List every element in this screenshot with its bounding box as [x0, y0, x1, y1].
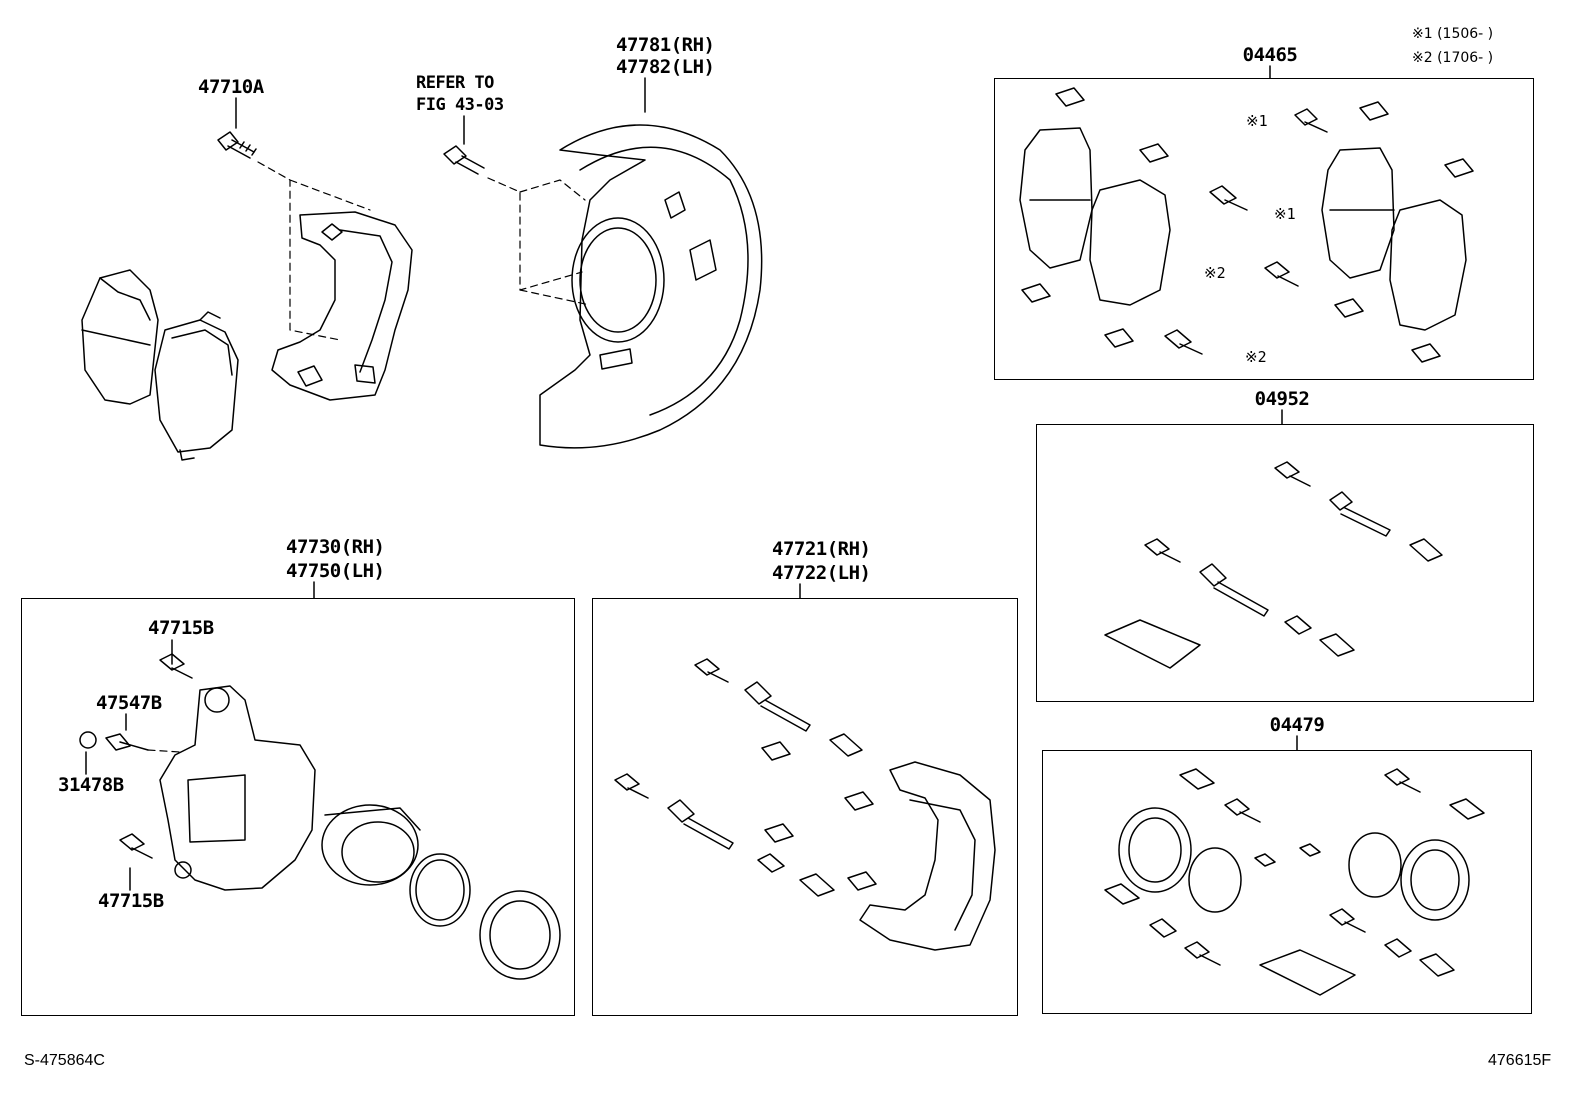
part-label-47715B-bottom: 47715B — [98, 890, 164, 912]
footer-right-code: 476615F — [1488, 1052, 1552, 1069]
bolt-47710A-icon — [217, 131, 257, 159]
part-label-47715B-top: 47715B — [148, 617, 214, 639]
kit-box-47721 — [592, 598, 1018, 1016]
note-1: ※1 (1506- ) — [1412, 26, 1494, 42]
part-label-47547B: 47547B — [96, 692, 162, 714]
part-label-47722: 47722(LH) — [772, 562, 871, 584]
kit-box-04465 — [994, 78, 1534, 380]
refer-to-label: REFER TO — [416, 73, 494, 93]
part-label-47710A: 47710A — [198, 76, 264, 98]
part-label-31478B: 31478B — [58, 774, 124, 796]
bolt-refer-icon — [443, 145, 485, 175]
part-label-47750: 47750(LH) — [286, 560, 385, 582]
part-label-04479: 04479 — [1269, 714, 1325, 736]
mark-2-b: ※2 — [1245, 348, 1267, 366]
kit-box-04952 — [1036, 424, 1534, 702]
part-label-04952: 04952 — [1254, 388, 1310, 410]
leader-lines — [85, 65, 1298, 891]
brake-pad-pair-icon — [81, 269, 239, 461]
mark-1-b: ※1 — [1274, 205, 1296, 223]
kit-box-47730 — [21, 598, 575, 1016]
kit-box-04479 — [1042, 750, 1532, 1014]
part-label-47782: 47782(LH) — [616, 56, 715, 78]
slide-pin-kit-icon — [1104, 461, 1443, 669]
part-label-04465: 04465 — [1242, 44, 1298, 66]
part-label-47781: 47781(RH) — [616, 34, 715, 56]
note-2: ※2 (1706- ) — [1412, 50, 1494, 66]
mark-1-a: ※1 — [1246, 112, 1268, 130]
refer-fig-label: FIG 43-03 — [416, 95, 504, 115]
seal-kit-icon — [1104, 768, 1485, 996]
part-label-47721: 47721(RH) — [772, 538, 871, 560]
pad-kit-contents-icon — [1019, 87, 1474, 363]
disc-dust-shield-icon — [539, 124, 763, 449]
part-label-47730: 47730(RH) — [286, 536, 385, 558]
mark-2-a: ※2 — [1204, 264, 1226, 282]
footer-left-code: S-475864C — [24, 1052, 105, 1069]
caliper-bracket-icon — [271, 211, 413, 401]
bracket-kit-icon — [614, 658, 996, 951]
caliper-assembly-icon — [79, 653, 561, 980]
